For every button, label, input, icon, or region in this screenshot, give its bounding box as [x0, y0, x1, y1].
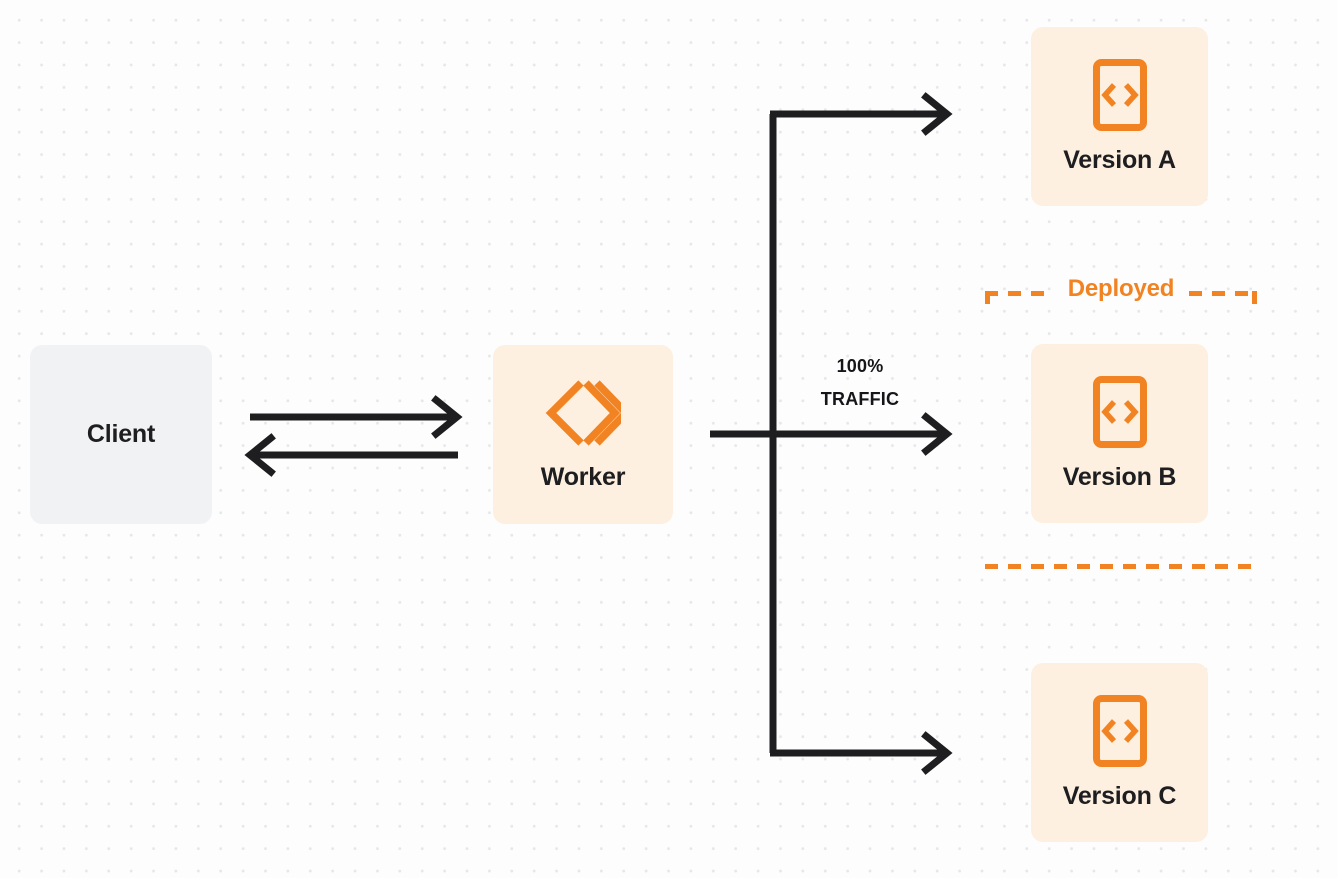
- code-file-icon: [1092, 375, 1148, 449]
- traffic-unit: TRAFFIC: [820, 389, 900, 410]
- version-b-label: Version B: [1062, 463, 1177, 491]
- traffic-percent: 100%: [836, 356, 884, 376]
- deployed-border-bottom: [985, 564, 1257, 569]
- version-c-node[interactable]: Version C: [1031, 663, 1208, 842]
- arrow-to-version-a: [770, 92, 953, 136]
- code-file-icon: [1092, 58, 1148, 132]
- deployed-group: Deployed: [985, 275, 1257, 569]
- client-node[interactable]: Client: [30, 345, 212, 524]
- arrow-to-version-b: [921, 412, 953, 456]
- deployed-border-top-right: [1189, 291, 1257, 296]
- version-c-label: Version C: [1062, 782, 1177, 810]
- client-label: Client: [86, 420, 156, 448]
- deployed-label: Deployed: [1055, 275, 1187, 303]
- deployed-border-top-left: [985, 291, 1053, 296]
- version-a-node[interactable]: Version A: [1031, 27, 1208, 206]
- cloudflare-workers-logo-icon: [545, 377, 632, 449]
- code-file-icon: [1092, 694, 1148, 768]
- traffic-label: 100% TRAFFIC: [790, 350, 930, 417]
- deployed-border-right: [1252, 291, 1257, 569]
- worker-label: Worker: [540, 463, 626, 491]
- arrow-client-to-worker: [250, 395, 463, 439]
- version-a-label: Version A: [1063, 146, 1176, 174]
- arrow-to-version-c: [770, 731, 953, 775]
- version-b-node[interactable]: Version B: [1031, 344, 1208, 523]
- arrow-trunk: [710, 114, 942, 753]
- worker-node[interactable]: Worker: [493, 345, 673, 524]
- arrow-worker-to-client: [244, 433, 458, 477]
- deployed-border-left: [985, 291, 990, 569]
